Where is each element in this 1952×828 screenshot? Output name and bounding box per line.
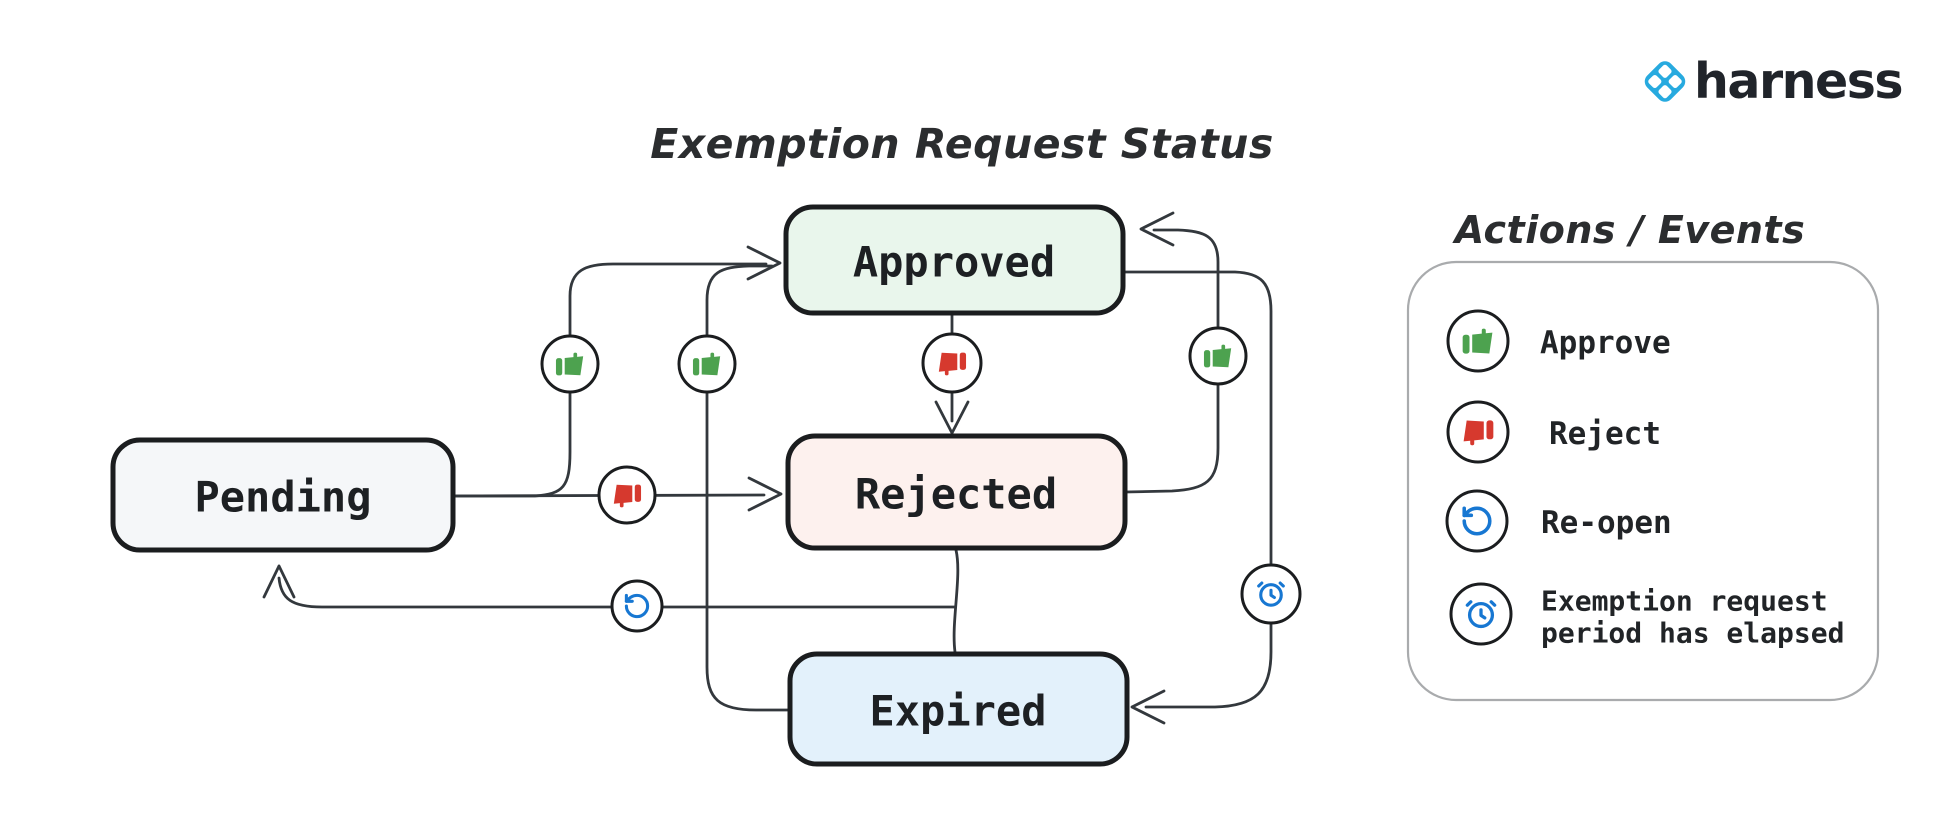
arrowhead-into-expired-right (1130, 689, 1166, 725)
state-box-expired (787, 651, 1130, 767)
edge-approved-expired (1122, 270, 1273, 709)
arrowhead-into-pending-bottom (262, 564, 296, 599)
approve-action-icon (540, 334, 600, 394)
legend-item: Exemption request period has elapsed (1449, 582, 1844, 650)
state-box-approved (783, 204, 1126, 316)
arrowhead-into-rejected-top (934, 400, 970, 435)
arrowhead-into-approved-right (1139, 211, 1175, 247)
edge-rejected-expired (952, 548, 960, 654)
legend-item: Re-open (1445, 489, 1672, 553)
edge-rejected-pending-reopen (277, 576, 957, 609)
legend-panel: Actions / Events Approve Reject Re-open (1406, 208, 1880, 702)
state-label-approved: Approved (853, 238, 1055, 287)
state-label-rejected: Rejected (855, 470, 1057, 519)
edge-rejected-approved (1123, 228, 1220, 494)
harness-logo-icon (1644, 61, 1686, 102)
legend-item: Approve (1446, 309, 1671, 373)
legend-label-elapsed-line1: Exemption request (1541, 585, 1828, 618)
diagram-title: Exemption Request Status (650, 120, 1274, 168)
legend-label-elapsed-line2: period has elapsed (1541, 617, 1844, 650)
approve-action-icon (677, 334, 737, 394)
legend-label-approve: Approve (1540, 325, 1671, 361)
approve-action-icon (1188, 326, 1248, 386)
legend-label-reopen: Re-open (1541, 505, 1672, 541)
edge-action-icons (540, 326, 1302, 633)
legend-title: Actions / Events (1452, 208, 1805, 252)
arrowhead-into-approved-left (746, 245, 782, 281)
legend-item: Reject (1446, 400, 1661, 464)
state-label-pending: Pending (194, 473, 371, 522)
legend-box (1406, 260, 1880, 702)
reopen-action-icon (610, 579, 664, 633)
edges (262, 211, 1273, 725)
state-box-pending (110, 437, 456, 553)
alarm-clock-event-icon (1240, 563, 1302, 625)
reject-action-icon (921, 332, 983, 394)
legend-label-reject: Reject (1549, 416, 1661, 452)
reject-action-icon (597, 465, 657, 525)
state-nodes: Pending Approved Rejected Expired (110, 204, 1130, 767)
state-box-rejected (785, 433, 1128, 551)
edge-expired-approved (705, 264, 792, 712)
arrowhead-into-rejected-left (747, 476, 783, 512)
brand-wordmark: harness (1694, 53, 1902, 110)
harness-logo: harness (1644, 53, 1904, 110)
state-label-expired: Expired (869, 687, 1046, 736)
